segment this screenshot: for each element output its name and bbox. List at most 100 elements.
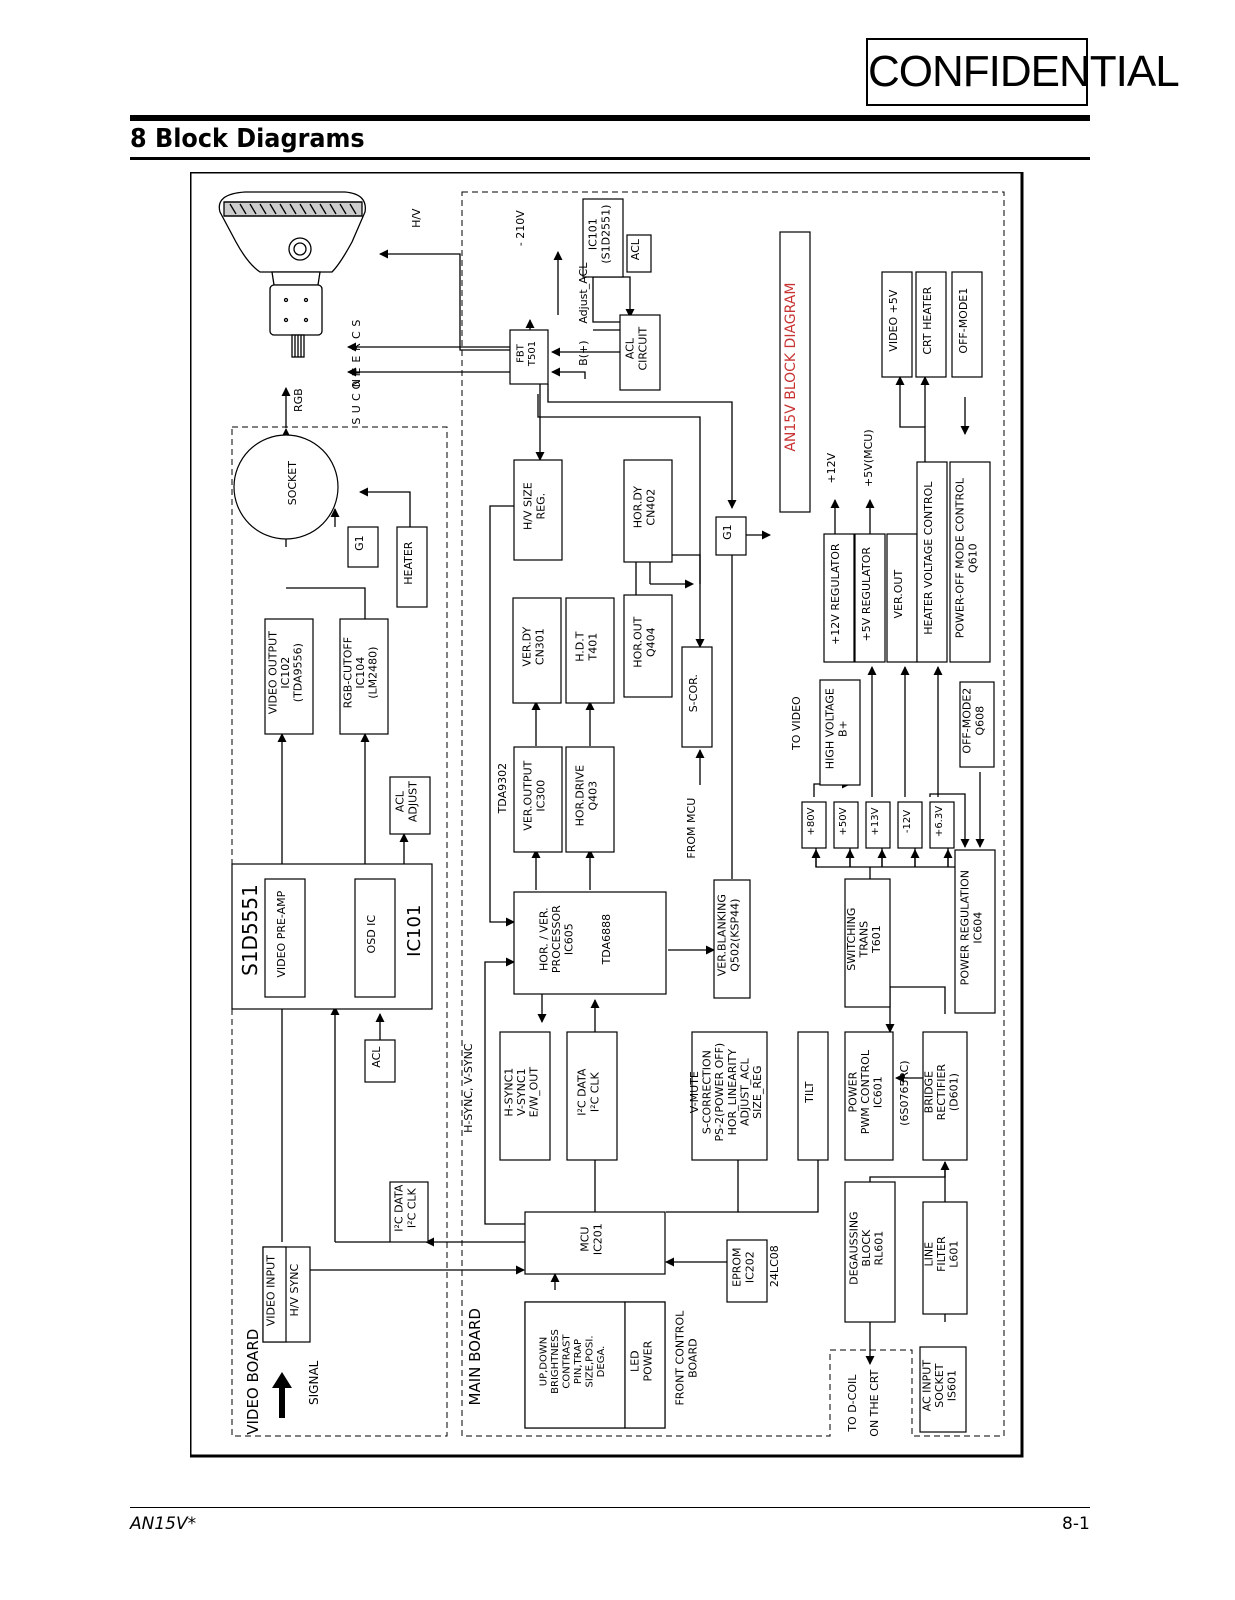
hsync-out-label-line-3: E/W_OUT <box>528 1067 541 1118</box>
ic101-acl-label-line-2: (S1D2551) <box>599 205 612 264</box>
on-crt-label: ON THE CRT <box>868 1369 881 1436</box>
main-board-label: MAIN BOARD <box>466 1308 484 1405</box>
footer-page-number: 8-1 <box>1062 1514 1090 1534</box>
v80-box <box>801 801 827 849</box>
plus5mcu-label: +5V(MCU) <box>862 429 875 487</box>
osd-ic-box <box>354 878 396 998</box>
signal-label: SIGNAL <box>307 1360 321 1405</box>
reg-12v-box <box>823 533 855 663</box>
reg-5v-box <box>854 533 886 663</box>
power-reg-label-line-1: POWER REGULATION <box>959 870 972 985</box>
vmute-label-line-5: ADJUST_ACL <box>738 1057 751 1126</box>
i2c-video-label-line-1: I²C DATA <box>393 1184 406 1232</box>
hdt-label-line-1: H.D.T <box>574 631 587 662</box>
bridge-label-line-2: RECTIFIER <box>935 1064 948 1121</box>
acl-circuit-label-line-2: CIRCUIT <box>636 327 649 371</box>
footer-rule <box>130 1507 1090 1508</box>
ic101-video-box <box>231 863 433 1010</box>
diagram-title: AN15V BLOCK DIAGRAM <box>783 283 799 452</box>
hv-size-box <box>513 459 563 561</box>
video-5v-box <box>881 271 913 378</box>
screen-letter-3: R <box>350 343 363 351</box>
acl-box-box <box>626 234 652 273</box>
ver-out-label: VER.OUT <box>892 570 905 619</box>
led-power-label-line-2: POWER <box>641 1340 654 1381</box>
from-mcu-label: FROM MCU <box>685 798 698 859</box>
ic101-acl-label-line-1: IC101 <box>587 218 600 250</box>
vmute-label-line-3: PS-2(POWER OFF) <box>713 1043 726 1142</box>
ac-input-label-line-2: SOCKET <box>933 1363 946 1407</box>
acl-circuit-box <box>619 314 661 391</box>
screen-letter-6: N <box>350 379 363 387</box>
acl-video-label: ACL <box>370 1046 383 1068</box>
plus12-label: +12V <box>825 452 838 483</box>
section-title: 8 Block Diagrams <box>130 124 365 154</box>
video-output-label-line-1: VIDEO OUTPUT <box>266 631 279 714</box>
hor-dy-box <box>623 459 673 563</box>
processor-label-line-1: HOR. / VER. <box>537 907 550 971</box>
crt-heater-label: CRT HEATER <box>921 286 934 354</box>
focus-letter-1: F <box>350 370 363 376</box>
i2c-video-box <box>389 1181 429 1243</box>
ac-input-label-line-3: IS601 <box>946 1370 959 1401</box>
processor-label-line-3: IC605 <box>563 923 576 955</box>
footer-model: AN15V* <box>130 1514 197 1534</box>
rgb-label: RGB <box>292 388 305 412</box>
tda6888-label: TDA6888 <box>600 914 613 966</box>
rgb-cutoff-label-line-3: (LM2480) <box>367 647 380 699</box>
video-board-label: VIDEO BOARD <box>244 1329 262 1435</box>
offmode2-label-line-1: OFF-MODE2 <box>961 688 974 754</box>
front-control-board-label-line-2: BOARD <box>686 1338 699 1377</box>
switching-box <box>844 878 891 1008</box>
title-frame-box <box>779 231 811 513</box>
screen-letter-5: E <box>350 368 363 375</box>
rgb-cutoff-box <box>339 618 389 735</box>
mcu-label-line-2: IC201 <box>591 1223 604 1255</box>
vm12-label: -12V <box>902 810 913 833</box>
front-controls-label-line-2: BRIGHTNESS <box>550 1329 561 1394</box>
mcu-label-line-1: MCU <box>579 1227 592 1252</box>
line-filter-label-line-1: LINE <box>922 1242 935 1267</box>
v13-label: +13V <box>870 807 881 835</box>
pwm-label-line-1: POWER <box>846 1071 859 1112</box>
osd-ic-label: OSD IC <box>365 915 378 954</box>
video-output-label-line-3: (TDA9556) <box>292 643 305 702</box>
acl-adjust-label-line-1: ACL <box>394 790 407 812</box>
ver-dy-label-line-1: VER.DY <box>521 626 534 666</box>
poweroff-ctrl-box <box>949 461 991 663</box>
vmute-label-line-6: SIZE_REG <box>751 1065 764 1118</box>
socket-circle <box>233 434 339 540</box>
hv-size-label-line-1: H/V SIZE <box>522 482 535 530</box>
ver-blanking-label-line-1: VER.BLANKING <box>716 894 729 976</box>
signal-arrow-icon <box>272 1372 292 1418</box>
tda9302-label: TDA9302 <box>496 763 509 815</box>
high-voltage-label-line-2: B+ <box>836 720 849 737</box>
focus-letter-5: S <box>350 418 363 425</box>
i2c-main-label-line-1: I²C DATA <box>576 1068 589 1116</box>
fbt-label-line-2: T501 <box>527 341 538 367</box>
tilt-label: TILT <box>803 1081 816 1104</box>
hv-sync-bus-label: H-SYNC, V-SYNC <box>462 1043 475 1133</box>
degauss-label-line-3: RL601 <box>873 1231 886 1266</box>
heater-ctrl-box <box>916 461 948 663</box>
v50-box <box>833 801 859 849</box>
hor-drive-box <box>565 746 615 853</box>
led-power-label-line-1: LED <box>629 1350 642 1372</box>
confidential-stamp: CONFIDENTIAL <box>866 38 1180 106</box>
ver-output-label-line-1: VER.OUTPUT <box>522 760 535 830</box>
front-controls-label-line-3: CONTRAST <box>561 1333 572 1388</box>
v63-label: +6.3V <box>934 806 945 837</box>
reg-12v-label: +12V REGULATOR <box>829 543 842 645</box>
g1-socket-label: G1 <box>353 535 366 551</box>
crt-tube-icon <box>218 191 366 358</box>
focus-letter-2: O <box>350 380 363 389</box>
line-filter-label-line-2: FILTER <box>935 1236 948 1272</box>
rgb-cutoff-to-socket-line <box>286 587 366 619</box>
video-input-label: VIDEO INPUT <box>265 1255 278 1327</box>
line-filter-label-line-3: L601 <box>948 1241 961 1268</box>
v50-label: +50V <box>838 807 849 835</box>
front-controls-label-line-4: PIN,TRAP <box>573 1339 584 1384</box>
ac-input-label-line-1: AC INPUT <box>920 1360 933 1412</box>
block-boxes <box>231 198 996 1433</box>
